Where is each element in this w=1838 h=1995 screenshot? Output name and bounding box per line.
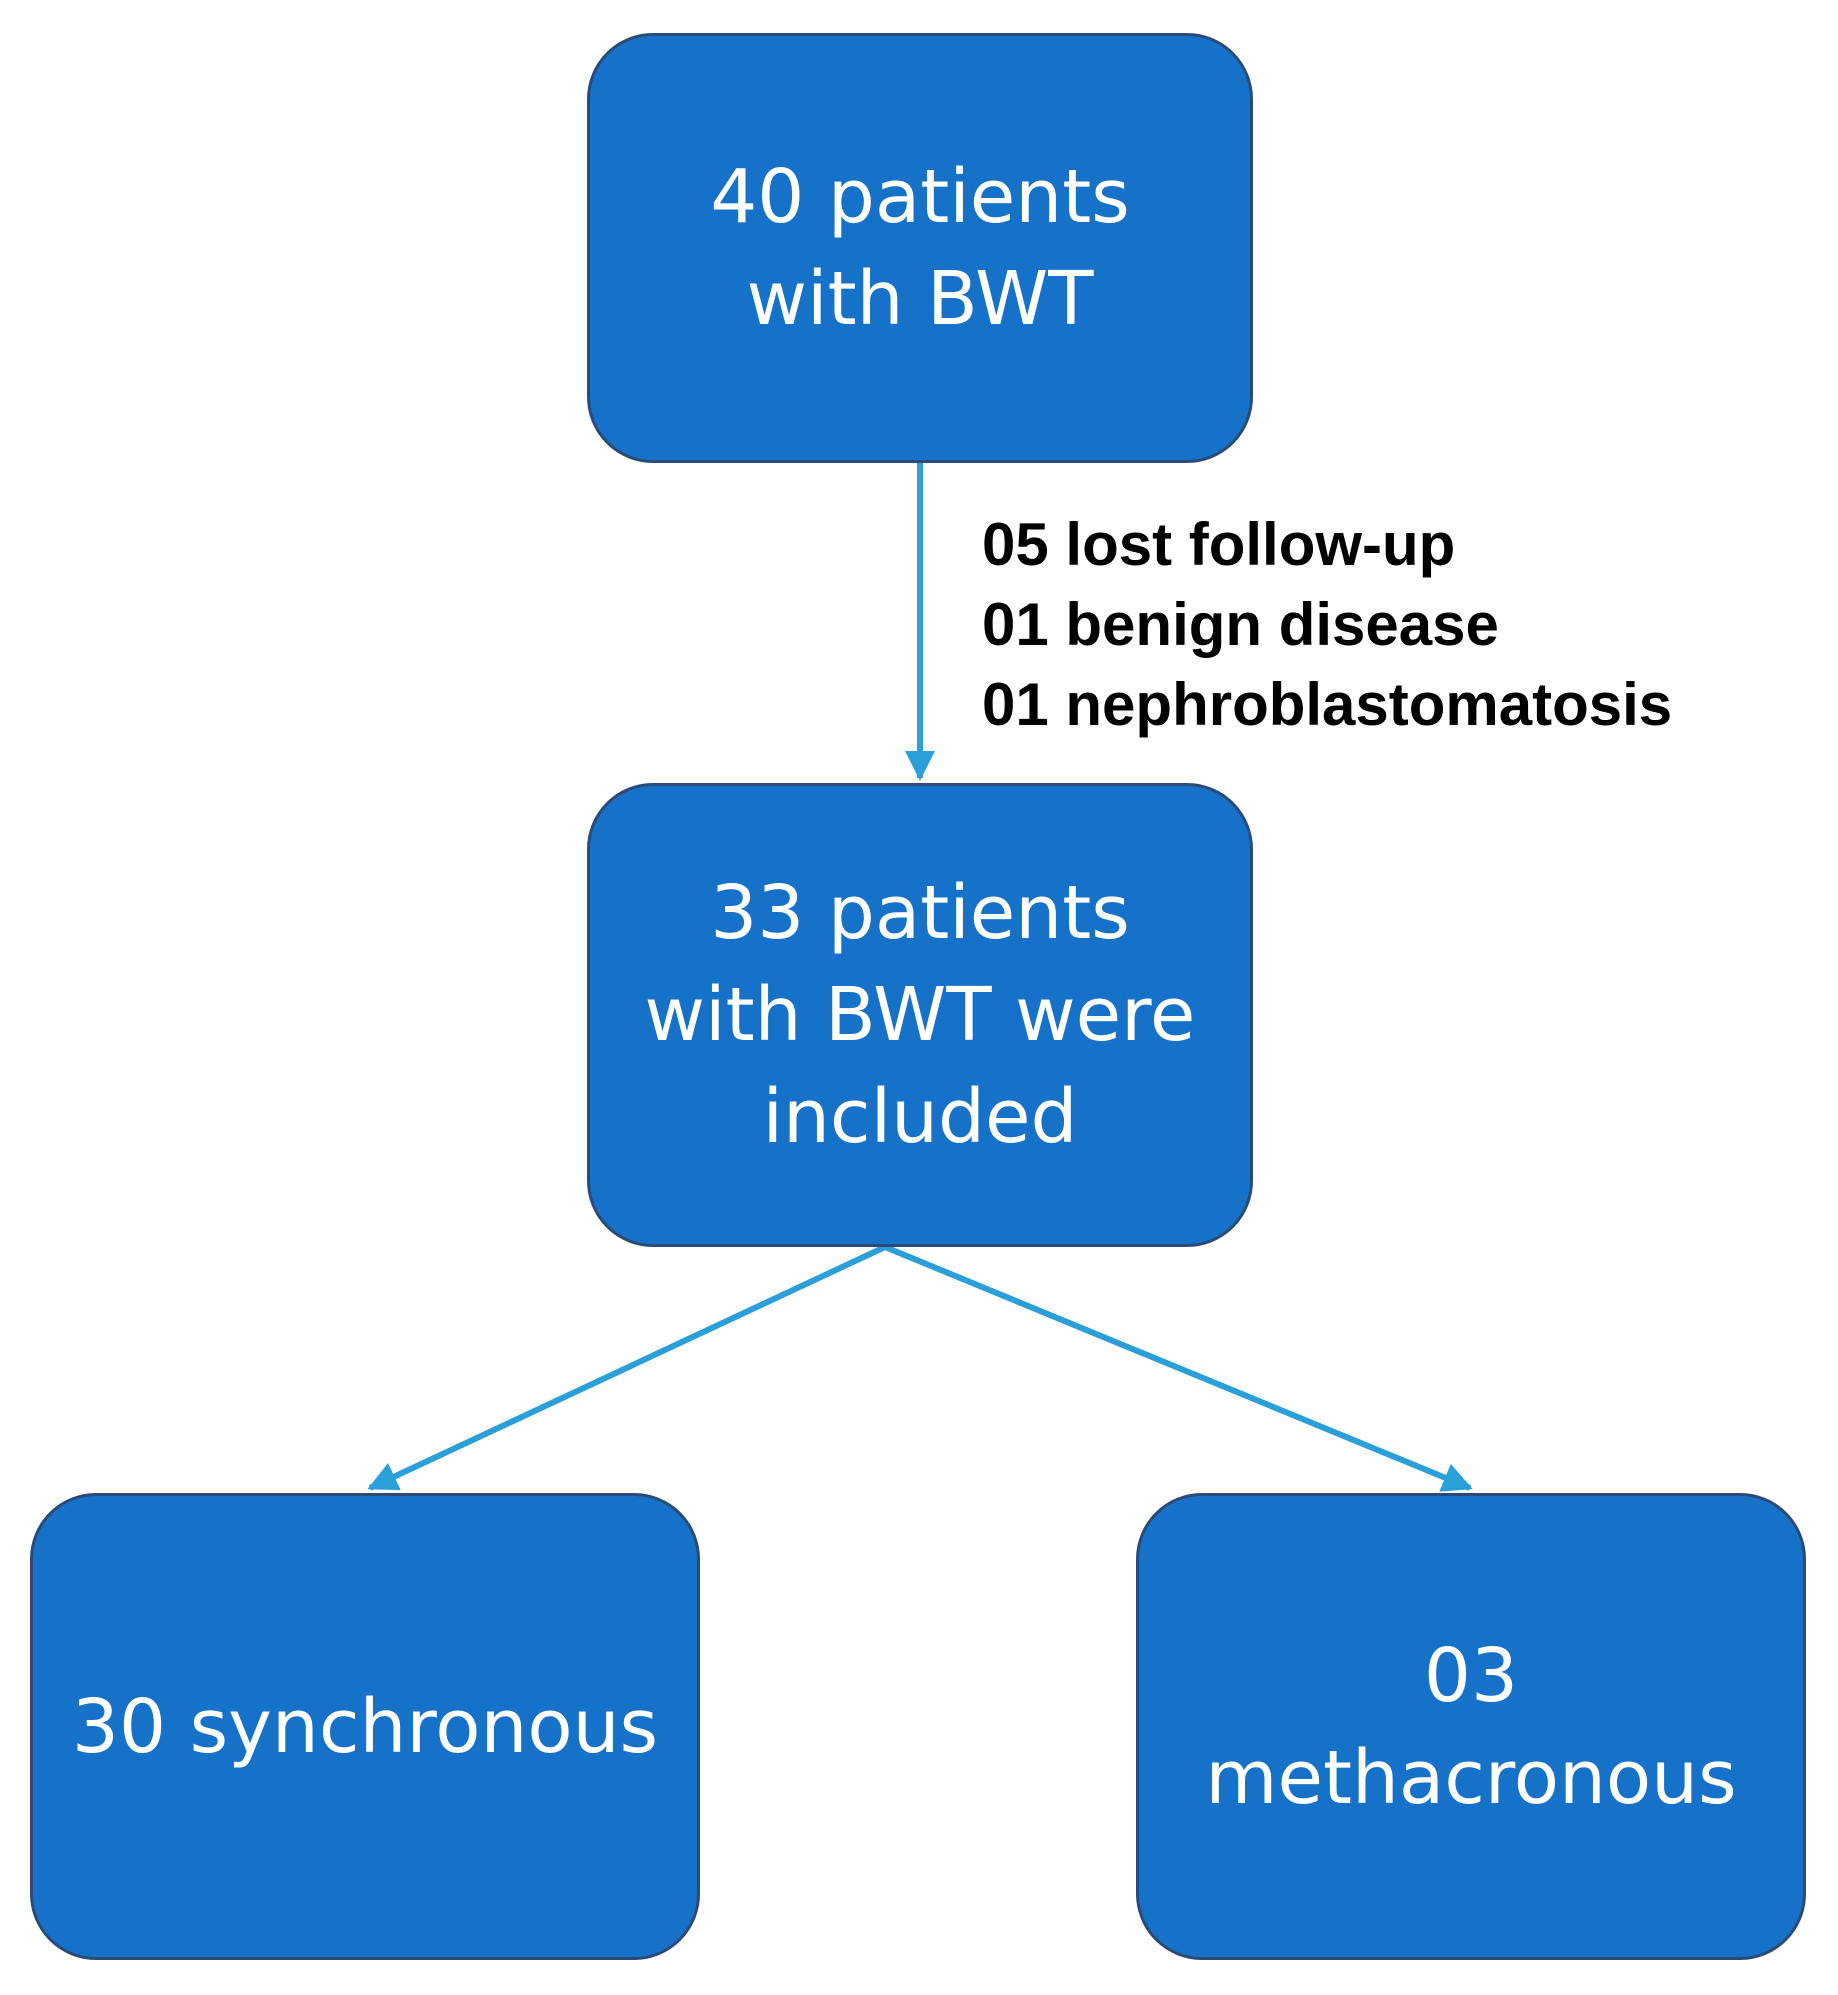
box-included-line-2: with BWT were xyxy=(644,972,1196,1058)
exclusion-benign-disease: 01 benign disease xyxy=(982,591,1499,658)
box-synchronous: 30 synchronous xyxy=(30,1493,700,1960)
box-total-patients: 40 patients with BWT xyxy=(587,33,1253,463)
box-metachronous-line-1: 03 xyxy=(1423,1632,1519,1719)
box-metachronous-line-2: methacronous xyxy=(1205,1734,1737,1821)
box-metachronous: 03 methacronous xyxy=(1136,1493,1806,1960)
box-included-line-3: included xyxy=(762,1074,1078,1160)
box-synchronous-line-1: 30 synchronous xyxy=(71,1683,659,1770)
box-included-line-1: 33 patients xyxy=(710,870,1130,956)
arrow-included-to-metachronous xyxy=(883,1244,1473,1492)
exclusion-list: 05 lost follow-up 01 benign disease 01 n… xyxy=(982,505,1672,745)
exclusion-nephroblastomatosis: 01 nephroblastomatosis xyxy=(982,671,1673,738)
box-total-line-2: with BWT xyxy=(746,256,1094,342)
box-total-line-1: 40 patients xyxy=(710,154,1130,240)
arrow-included-to-synchronous xyxy=(367,1244,887,1491)
exclusion-lost-follow-up: 05 lost follow-up xyxy=(982,511,1456,578)
box-included-patients: 33 patients with BWT were included xyxy=(587,783,1253,1247)
